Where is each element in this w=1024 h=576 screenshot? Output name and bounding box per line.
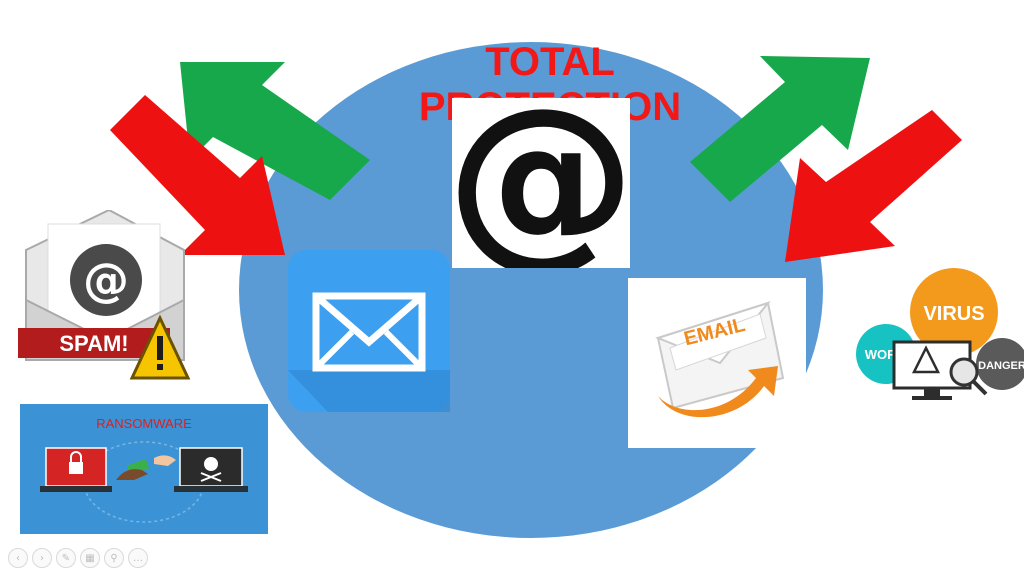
svg-text:@: @ <box>83 253 129 307</box>
chevron-left-icon: ‹ <box>16 552 20 564</box>
warning-icon <box>911 345 941 374</box>
danger-bubble <box>976 338 1024 390</box>
more-options-button[interactable]: … <box>128 548 148 568</box>
chevron-right-icon: › <box>40 552 44 564</box>
spam-card: @ SPAM! <box>14 208 204 390</box>
at-symbol-card: @ <box>446 67 636 288</box>
ransomware-panel: RANSOMWARE <box>20 404 268 534</box>
mail-app-icon <box>288 250 450 412</box>
red-arrow-right <box>785 110 962 262</box>
green-arrow-right <box>690 56 870 202</box>
ransomware-label: RANSOMWARE <box>96 416 192 431</box>
more-icon: … <box>133 552 143 564</box>
email-send-icon: EMAIL <box>655 301 785 418</box>
svg-text:SPAM!: SPAM! <box>59 331 128 356</box>
threats-illustration: VIRUS WORM DANGER <box>856 268 1024 400</box>
see-all-slides-button[interactable]: ▦ <box>80 548 100 568</box>
zoom-icon: ⚲ <box>110 552 118 564</box>
magnifier-icon <box>949 357 979 387</box>
svg-text:@: @ <box>452 98 630 268</box>
envelope-icon <box>288 292 450 412</box>
next-slide-button[interactable]: › <box>32 548 52 568</box>
at-symbol-icon: @ <box>446 67 636 288</box>
red-arrow-left <box>110 95 285 255</box>
grid-icon: ▦ <box>85 552 95 564</box>
zoom-button[interactable]: ⚲ <box>104 548 124 568</box>
threats-card: VIRUS WORM DANGER <box>852 268 1024 408</box>
email-send-card: EMAIL <box>628 278 806 448</box>
pen-tool-button[interactable]: ✎ <box>56 548 76 568</box>
slideshow-toolbar: ‹ › ✎ ▦ ⚲ … <box>8 548 148 572</box>
ransomware-illustration <box>40 441 248 523</box>
svg-text:VIRUS: VIRUS <box>923 303 984 325</box>
green-arrow-left <box>180 62 370 200</box>
previous-slide-button[interactable]: ‹ <box>8 548 28 568</box>
svg-text:DANGER: DANGER <box>978 360 1024 372</box>
pen-icon: ✎ <box>61 552 71 564</box>
spam-envelope-icon: @ SPAM! <box>18 208 191 380</box>
virus-bubble <box>910 268 998 356</box>
